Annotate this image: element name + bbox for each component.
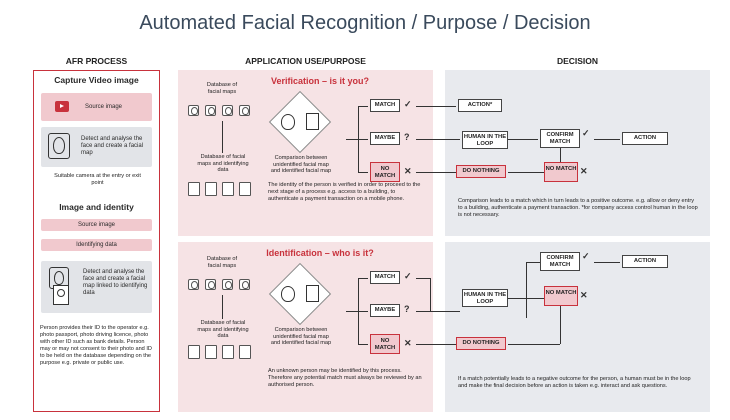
cross-icon: ✕: [404, 166, 412, 176]
do-nothing-box-v: DO NOTHING: [456, 165, 506, 178]
confirm-match-label-i: CONFIRM MATCH: [546, 255, 574, 268]
detect-label-2: Detect and analyse the face and create a…: [83, 269, 148, 296]
action-label-v: ACTION: [633, 135, 657, 141]
action-star-label: ACTION*: [467, 102, 493, 108]
afr-footnote: Person provides their ID to the operator…: [40, 325, 152, 366]
human-loop-box-i: HUMAN IN THE LOOP: [462, 289, 508, 307]
confirm-match-box-v: CONFIRM MATCH: [540, 129, 580, 148]
column-heading-decision: DECISION: [556, 56, 599, 66]
action-star-box: ACTION*: [458, 99, 502, 112]
identifying-data-label: Identifying data: [76, 242, 117, 248]
face-scan-icon: [48, 133, 70, 159]
verification-maybe-box: MAYBE: [370, 132, 400, 145]
identifying-data-box: Identifying data: [41, 239, 152, 251]
human-loop-label-i: HUMAN IN THE LOOP: [463, 292, 507, 305]
no-match-box-i: NO MATCH: [544, 286, 578, 306]
source-image-box-2: Source image: [41, 219, 152, 231]
confirm-match-box-i: CONFIRM MATCH: [540, 252, 580, 271]
page-title: Automated Facial Recognition / Purpose /…: [139, 12, 591, 34]
verification-no-match-box: NO MATCH: [370, 162, 400, 182]
cross-icon-4: ✕: [580, 290, 588, 300]
do-nothing-box-i: DO NOTHING: [456, 337, 506, 350]
verification-decision-panel: [445, 70, 710, 236]
source-image-label: Source image: [85, 104, 123, 110]
verification-no-match-label: NO MATCH: [374, 166, 396, 179]
verification-description: The identity of the person is verified i…: [268, 182, 421, 202]
verification-db-bottom: [186, 180, 258, 200]
id-card-icon: [53, 285, 69, 305]
column-heading-app: APPLICATION USE/PURPOSE: [245, 56, 366, 66]
identification-decision-description: If a match potentially leads to a negati…: [458, 376, 691, 389]
confirm-match-label-v: CONFIRM MATCH: [546, 132, 574, 145]
question-icon-2: ?: [404, 304, 410, 314]
verification-db-top: [186, 104, 258, 118]
identification-description: An unknown person may be identified by t…: [268, 368, 422, 388]
verification-fork-line: [346, 139, 358, 140]
camera-note: Suitable camera at the entry or exit poi…: [54, 173, 141, 186]
no-match-label-i: NO MATCH: [545, 290, 577, 296]
verification-match-label: MATCH: [374, 102, 396, 108]
id-card-icon-i: [306, 285, 319, 302]
identification-title: Identification – who is it?: [266, 248, 374, 258]
verification-decision-description: Comparison leads to a match which in tur…: [458, 198, 698, 218]
verification-match-box: MATCH: [370, 99, 400, 112]
verification-title: Verification – is it you?: [270, 76, 370, 86]
identification-db-bottom-label: Database of facial maps and identifying …: [197, 320, 249, 340]
detect-label: Detect and analyse the face and create a…: [81, 136, 144, 156]
identity-heading: Image and identity: [59, 202, 134, 212]
check-icon-3: ✓: [404, 271, 412, 281]
unidentified-face-icon: [281, 114, 295, 130]
do-nothing-label-v: DO NOTHING: [462, 168, 500, 174]
identification-no-match-box: NO MATCH: [370, 334, 400, 354]
column-heading-afr: AFR PROCESS: [65, 56, 128, 66]
question-icon: ?: [404, 132, 410, 142]
verification-db-bottom-label: Database of facial maps and identifying …: [197, 154, 249, 174]
identification-maybe-label: MAYBE: [374, 307, 396, 313]
check-icon-2: ✓: [582, 128, 590, 138]
identification-comparison-label: Comparison between unidentified facial m…: [270, 327, 332, 347]
video-camera-icon: [55, 101, 69, 112]
identification-no-match-label: NO MATCH: [374, 338, 396, 351]
source-image-label-2: Source image: [77, 222, 116, 228]
detect-box: Detect and analyse the face and create a…: [41, 127, 152, 167]
verification-maybe-label: MAYBE: [374, 135, 396, 141]
human-loop-box-v: HUMAN IN THE LOOP: [462, 131, 508, 149]
identification-db-bottom: [186, 343, 258, 363]
human-loop-label-v: HUMAN IN THE LOOP: [463, 134, 507, 147]
no-match-label-v: NO MATCH: [545, 166, 577, 172]
no-match-box-v: NO MATCH: [544, 162, 578, 182]
identification-match-label: MATCH: [374, 274, 396, 280]
identification-db-top: [186, 278, 258, 292]
afr-process-panel: Capture Video image Source image Detect …: [33, 70, 160, 412]
action-box-i: ACTION: [622, 255, 668, 268]
verification-db-connector: [222, 121, 223, 153]
id-card-icon-v: [306, 113, 319, 130]
verification-db-top-label: Database of facial maps: [206, 82, 238, 95]
capture-heading: Capture Video image: [54, 75, 139, 85]
check-icon: ✓: [404, 99, 412, 109]
identification-maybe-box: MAYBE: [370, 304, 400, 317]
source-image-box: Source image: [41, 93, 152, 121]
action-label-i: ACTION: [633, 258, 657, 264]
check-icon-4: ✓: [582, 251, 590, 261]
do-nothing-label-i: DO NOTHING: [462, 340, 500, 346]
unidentified-face-icon-2: [281, 286, 295, 302]
verification-comparison-label: Comparison between unidentified facial m…: [270, 155, 332, 175]
detect-id-box: Detect and analyse the face and create a…: [41, 261, 152, 313]
cross-icon-2: ✕: [580, 166, 588, 176]
identification-match-box: MATCH: [370, 271, 400, 284]
cross-icon-3: ✕: [404, 338, 412, 348]
identification-db-top-label: Database of facial maps: [206, 256, 238, 269]
action-box-v: ACTION: [622, 132, 668, 145]
